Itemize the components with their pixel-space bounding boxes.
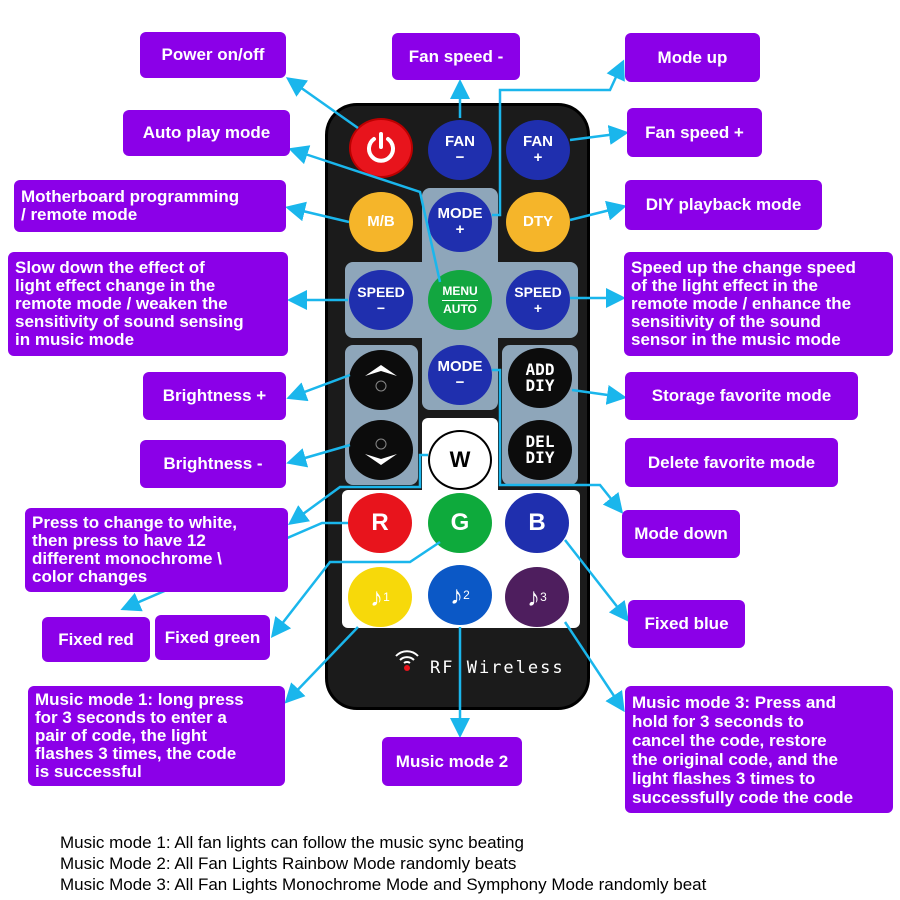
btn-text: DIY bbox=[525, 376, 555, 395]
label-fixed-blue: Fixed blue bbox=[628, 600, 745, 648]
dty-button[interactable]: DTY bbox=[506, 192, 570, 252]
note-line: Music Mode 2: All Fan Lights Rainbow Mod… bbox=[60, 854, 517, 873]
music-mode-notes: Music mode 1: All fan lights can follow … bbox=[60, 832, 706, 895]
btn-text: FAN bbox=[523, 133, 553, 150]
label-mode-up: Mode up bbox=[625, 33, 760, 82]
mode-minus-button[interactable]: MODE− bbox=[428, 345, 492, 405]
mb-button[interactable]: M/B bbox=[349, 192, 413, 252]
red-button[interactable]: R bbox=[348, 493, 412, 553]
btn-text: − bbox=[376, 300, 386, 316]
btn-text: + bbox=[533, 149, 543, 166]
btn-text: 3 bbox=[540, 590, 547, 604]
music-mode-1-button[interactable]: ♪1 bbox=[348, 567, 412, 627]
music-mode-3-button[interactable]: ♪3 bbox=[505, 567, 569, 627]
btn-text: 2 bbox=[463, 588, 470, 602]
btn-text: SPEED bbox=[514, 284, 562, 300]
label-speed-up: Speed up the change speed of the light e… bbox=[624, 252, 893, 356]
label-brightness-plus: Brightness + bbox=[143, 372, 286, 420]
btn-text: + bbox=[455, 221, 465, 238]
label-delete-favorite: Delete favorite mode bbox=[625, 438, 838, 487]
label-auto-play: Auto play mode bbox=[123, 110, 290, 156]
btn-text: FAN bbox=[445, 133, 475, 150]
btn-text: − bbox=[455, 374, 465, 391]
btn-text: SPEED bbox=[357, 284, 405, 300]
speed-minus-button[interactable]: SPEED− bbox=[349, 270, 413, 330]
btn-text: B bbox=[528, 509, 546, 536]
btn-text: − bbox=[455, 149, 465, 166]
label-diy-playback: DIY playback mode bbox=[625, 180, 822, 230]
btn-text: W bbox=[449, 447, 471, 472]
note-line: Music Mode 3: All Fan Lights Monochrome … bbox=[60, 875, 707, 894]
btn-text: M/B bbox=[367, 213, 395, 230]
label-motherboard: Motherboard programming / remote mode bbox=[14, 180, 286, 232]
brightness-down-icon bbox=[365, 438, 397, 465]
label-fixed-red: Fixed red bbox=[42, 617, 150, 662]
label-music-mode-3: Music mode 3: Press and hold for 3 secon… bbox=[625, 686, 893, 813]
label-power: Power on/off bbox=[140, 32, 286, 78]
btn-text: 1 bbox=[383, 590, 390, 604]
label-music-mode-2: Music mode 2 bbox=[382, 737, 522, 786]
label-fan-speed-plus: Fan speed + bbox=[627, 108, 762, 157]
brightness-down-button[interactable] bbox=[349, 420, 413, 480]
btn-text: AUTO bbox=[443, 302, 477, 316]
btn-text: + bbox=[533, 300, 543, 316]
label-storage-favorite: Storage favorite mode bbox=[625, 372, 858, 420]
btn-text: DIY bbox=[525, 448, 555, 467]
btn-text: MODE bbox=[437, 205, 483, 222]
fan-plus-button[interactable]: FAN+ bbox=[506, 120, 570, 180]
music-note-icon: ♪ bbox=[527, 582, 541, 612]
note-line: Music mode 1: All fan lights can follow … bbox=[60, 833, 524, 852]
brightness-up-button[interactable] bbox=[349, 350, 413, 410]
btn-text: DTY bbox=[523, 213, 553, 230]
power-icon bbox=[367, 132, 395, 163]
label-music-mode-1: Music mode 1: long press for 3 seconds t… bbox=[28, 686, 285, 786]
music-mode-2-button[interactable]: ♪2 bbox=[428, 565, 492, 625]
btn-text: G bbox=[450, 509, 470, 536]
white-button[interactable]: W bbox=[428, 430, 492, 490]
music-note-icon: ♪ bbox=[370, 582, 384, 612]
music-note-icon: ♪ bbox=[450, 580, 464, 610]
rf-wireless-label: RF Wireless bbox=[430, 658, 565, 678]
wireless-icon bbox=[395, 650, 419, 671]
label-fixed-green: Fixed green bbox=[155, 615, 270, 660]
btn-text: MENU bbox=[442, 283, 478, 301]
label-mode-down: Mode down bbox=[622, 510, 740, 558]
label-fan-speed-minus: Fan speed - bbox=[392, 33, 520, 80]
fan-minus-button[interactable]: FAN− bbox=[428, 120, 492, 180]
label-brightness-minus: Brightness - bbox=[140, 440, 286, 488]
green-button[interactable]: G bbox=[428, 493, 492, 553]
btn-text: MODE bbox=[437, 358, 483, 375]
power-button[interactable] bbox=[349, 118, 413, 178]
blue-button[interactable]: B bbox=[505, 493, 569, 553]
speed-plus-button[interactable]: SPEED+ bbox=[506, 270, 570, 330]
label-white: Press to change to white, then press to … bbox=[25, 508, 288, 592]
brightness-up-icon bbox=[365, 365, 397, 392]
label-slow-down: Slow down the effect of light effect cha… bbox=[8, 252, 288, 356]
btn-text: R bbox=[371, 509, 389, 536]
mode-plus-button[interactable]: MODE+ bbox=[428, 192, 492, 252]
